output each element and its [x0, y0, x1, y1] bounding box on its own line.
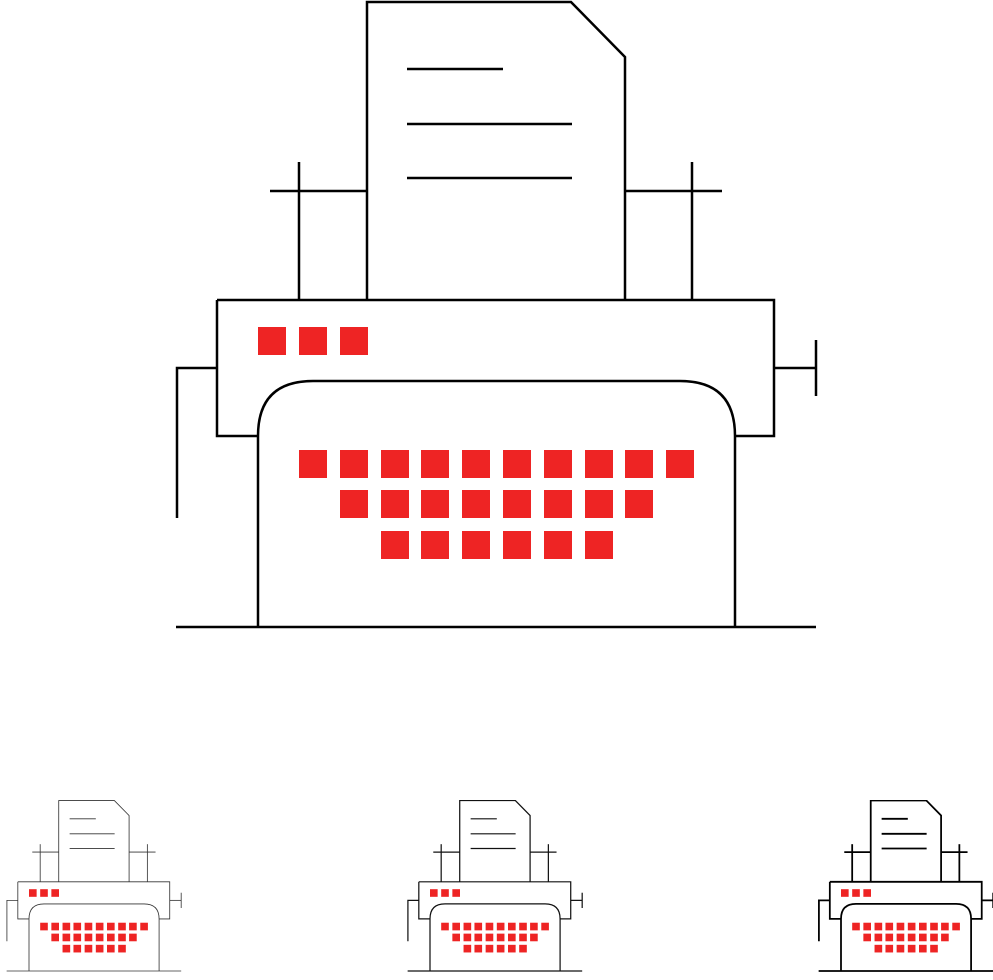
typewriter-icon [175, 0, 818, 629]
keyboard-keys [299, 450, 694, 559]
typewriter-icon-small-light [0, 800, 190, 980]
typewriter-icon-small-bold [812, 800, 993, 980]
typewriter-icon-svg [407, 800, 583, 972]
paper-sheet [365, 0, 627, 300]
typewriter-icon-small-regular [401, 800, 591, 980]
typewriter-icon-svg [6, 800, 182, 972]
left-lever [175, 366, 217, 518]
typewriter-icon-svg [175, 0, 818, 629]
carriage [217, 298, 776, 438]
typewriter-icon-svg [818, 800, 993, 972]
keyboard-housing [256, 379, 737, 627]
indicator-keys [258, 327, 368, 355]
